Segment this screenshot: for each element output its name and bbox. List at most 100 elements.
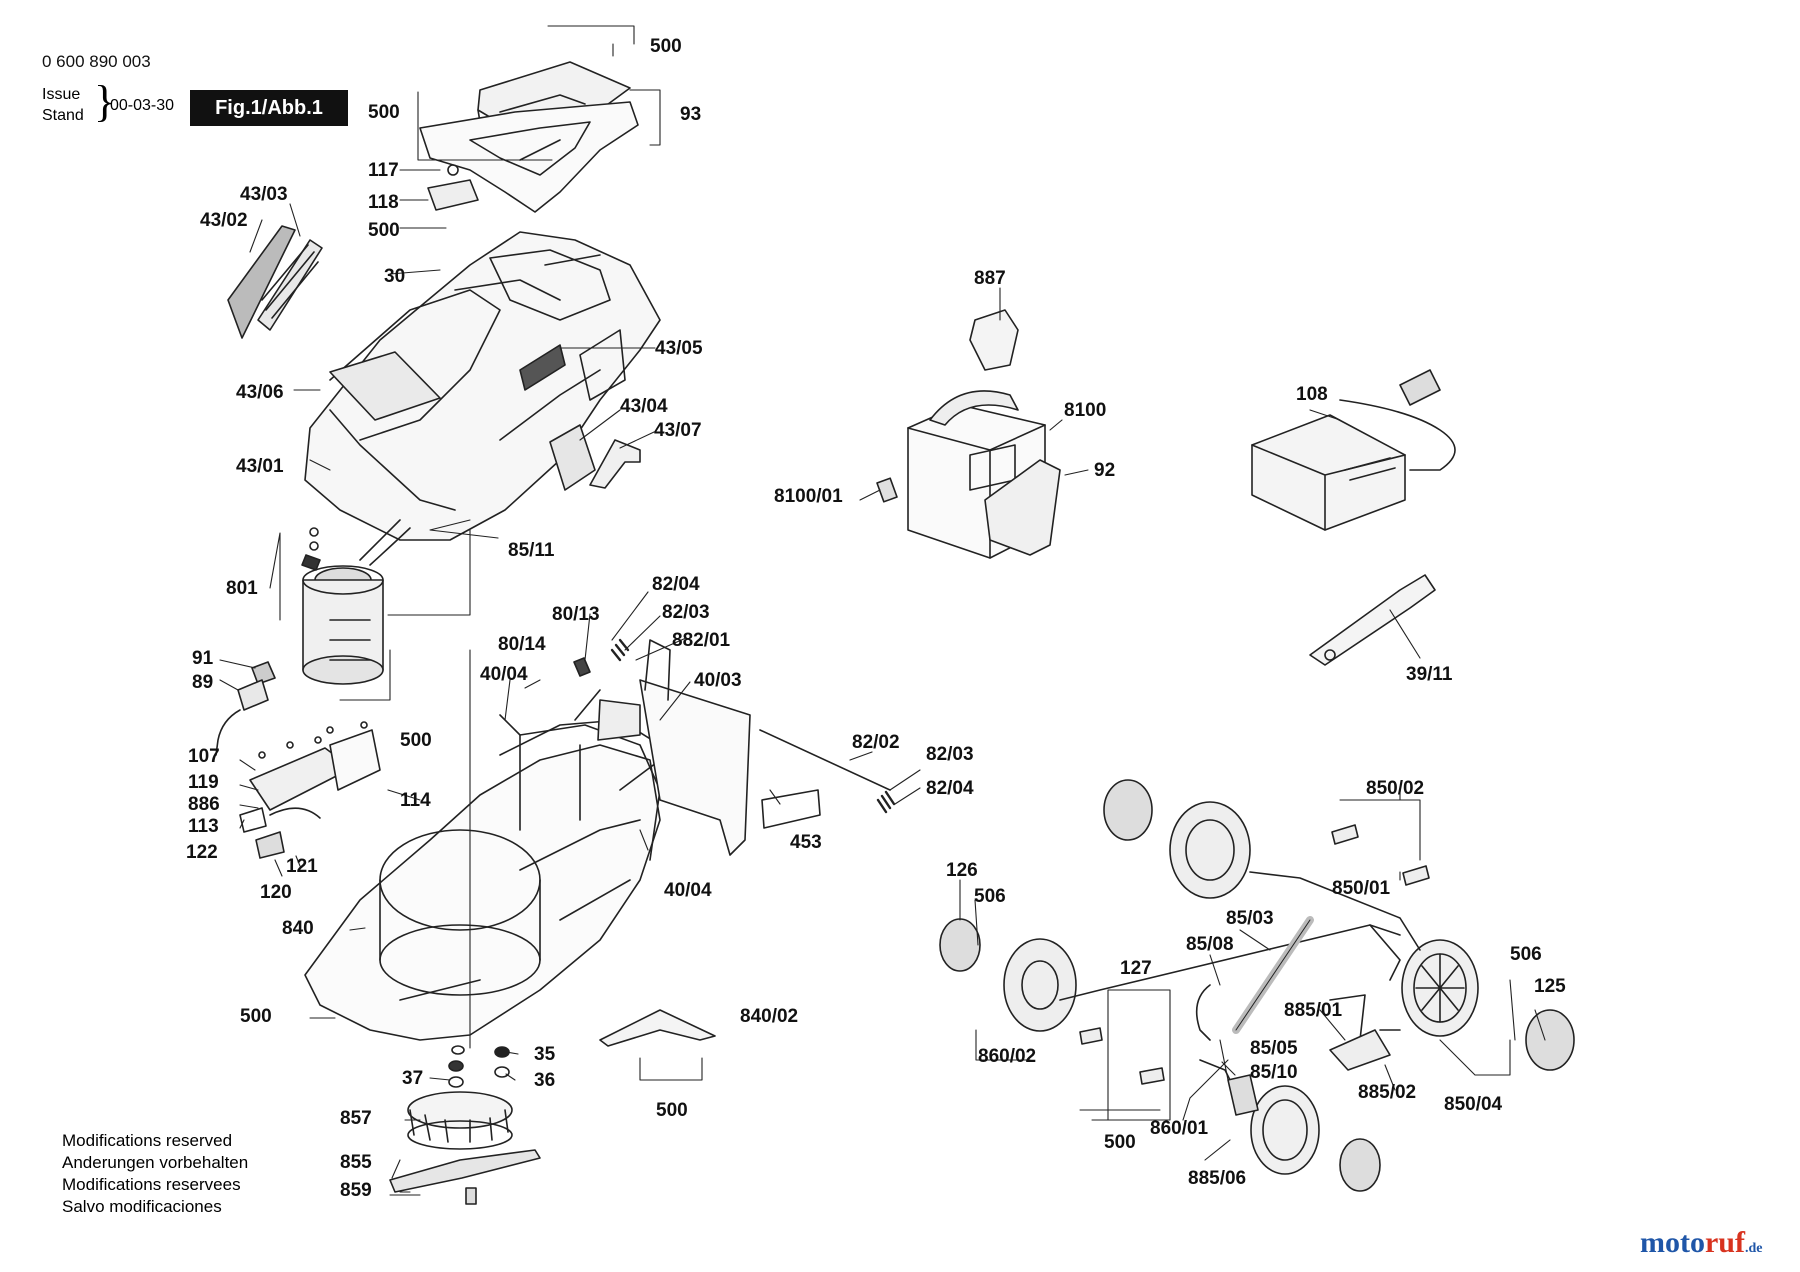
wheel-rear-right [1401,939,1479,1037]
axle-frame [1059,871,1421,1101]
callout: 882/01 [672,630,731,651]
callout: 453 [790,832,822,853]
callout: 91 [192,648,214,669]
note-line: Salvo modificaciones [62,1197,222,1216]
callout: 886 [188,794,220,815]
cap-887 [969,309,1019,371]
hubcap-125 [1525,1009,1575,1071]
part-number: 0 600 890 003 [42,52,151,71]
callout: 82/04 [926,778,974,799]
callout: 35 [534,1044,556,1065]
springs-82 [610,638,896,814]
callout: 43/02 [200,210,248,231]
issue-stand-label: Issue Stand [42,84,84,126]
brand-part-2: ruf [1704,1226,1745,1259]
main-housing [304,231,661,541]
callout: 82/02 [852,732,900,753]
note-line: Anderungen vorbehalten [62,1153,249,1172]
callout: 40/04 [480,664,528,685]
callout: 885/02 [1358,1082,1416,1103]
brace-glyph: } [94,77,116,126]
callout: 850/01 [1332,878,1391,899]
hook-85-08 [1195,984,1211,1041]
callout: 92 [1094,460,1115,481]
note-line: Modifications reserved [62,1131,233,1150]
fan-857 [407,1091,513,1150]
callout: 857 [340,1108,372,1129]
callout: 43/04 [620,396,668,417]
label-plate-43-06 [329,351,441,421]
callout: 118 [368,192,399,213]
clips-850-01-02 [1079,824,1430,1085]
callout: 107 [188,746,220,767]
callout: 82/04 [652,574,700,595]
stand-label: Stand [42,107,84,124]
callout: 127 [1120,958,1152,979]
pin-8100-01 [876,477,898,503]
callout: 108 [1296,384,1328,405]
callout: 82/03 [926,744,974,765]
callout: 840 [282,918,314,939]
callout: 43/07 [654,420,702,441]
brand-logo[interactable]: motoruf.de [1640,1226,1762,1260]
callout: 506 [974,886,1006,907]
callout: 80/14 [498,634,546,655]
callout: 840/02 [740,1006,798,1027]
issue-label: Issue [42,86,81,103]
callout: 85/11 [508,540,555,561]
plate-92 [984,459,1061,556]
callout: 40/03 [694,670,742,691]
callout: 117 [368,160,399,181]
charger-108 [1251,369,1456,531]
switch-91 [215,661,276,756]
callout: 30 [384,266,405,287]
washers-35-36-37 [448,1045,510,1088]
callout: 43/05 [655,338,703,359]
cover-plate-118 [427,164,479,211]
callout: 855 [340,1152,372,1173]
callout: 39/11 [1406,664,1453,685]
callout: 89 [192,672,213,693]
callout: 801 [226,578,258,599]
bolt-859 [465,1187,477,1205]
callout: 93 [680,104,701,125]
callout: 121 [286,856,318,877]
motor-801 [301,519,411,685]
filter-pieces [227,225,323,339]
callout: 125 [1534,976,1566,997]
callout: 113 [188,816,219,837]
hubcap-front-right [1339,1138,1381,1192]
hubcap-front-left [939,918,981,972]
callout: 500 [650,36,682,57]
callout: 43/03 [240,184,288,205]
callout: 122 [186,842,218,863]
brand-part-3: .de [1744,1241,1763,1256]
callout: 500 [368,102,400,123]
callout: 860/01 [1150,1118,1209,1139]
side-part-43-04 [549,424,596,491]
callout: 37 [402,1068,423,1089]
handle-clip-43-07 [589,439,641,489]
issue-date: 00-03-30 [110,97,175,114]
callout: 85/03 [1226,908,1274,929]
callout: 82/03 [662,602,710,623]
brackets-885 [1227,1029,1391,1116]
callout: 114 [400,790,431,811]
callout: 850/02 [1366,778,1424,799]
callout: 500 [240,1006,272,1027]
callout: 43/01 [236,456,284,477]
circuit-board [239,721,381,859]
modifications-notes: Modifications reserved Anderungen vorbeh… [62,1130,248,1218]
grass-guide-840-02 [599,1009,716,1047]
callout: 859 [340,1180,372,1201]
callout: 36 [534,1070,555,1091]
leader-lines [219,25,1546,1196]
callout: 126 [946,860,978,881]
note-line: Modifications reservees [62,1175,241,1194]
brand-part-1: moto [1640,1226,1705,1259]
callout: 500 [400,730,432,751]
callout: 43/06 [236,382,284,403]
callout: 119 [188,772,219,793]
callout: 80/13 [552,604,600,625]
callout: 40/04 [664,880,712,901]
